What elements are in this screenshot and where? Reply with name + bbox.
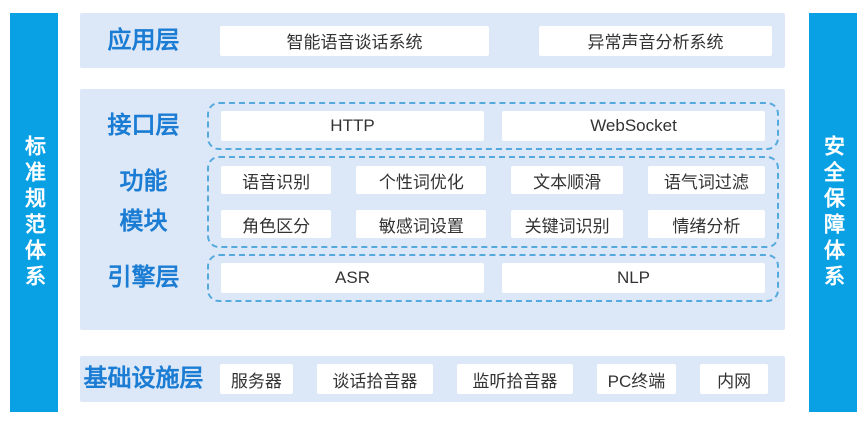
function-module-box: 角色区分: [221, 210, 332, 238]
engine-layer-row: 引擎层 ASR NLP: [80, 254, 785, 302]
diagram-main-column: 应用层 智能语音谈话系统 异常声音分析系统 接口层 HTTP WebSocket…: [80, 13, 785, 402]
function-modules-row: 功能 模块 语音识别 个性词优化 文本顺滑 语气词过滤 角色区分 敏感词设置 关…: [80, 156, 785, 248]
engine-layer-group: ASR NLP: [207, 254, 779, 302]
function-module-box: 情绪分析: [647, 210, 765, 238]
application-layer-band: 应用层 智能语音谈话系统 异常声音分析系统: [80, 13, 785, 68]
engine-item-box: ASR: [221, 263, 484, 293]
infrastructure-item-box: 监听拾音器: [457, 364, 573, 394]
function-module-box: 关键词识别: [511, 210, 623, 238]
right-pillar-label: 安全保障体系: [821, 134, 845, 291]
interface-item-box: HTTP: [221, 111, 484, 141]
infrastructure-layer-band: 基础设施层 服务器 谈话拾音器 监听拾音器 PC终端 内网: [80, 356, 785, 402]
function-module-box: 个性词优化: [356, 166, 487, 194]
function-modules-label-line1: 功能: [119, 168, 168, 196]
right-pillar: 安全保障体系: [809, 13, 857, 412]
infrastructure-layer-items: 服务器 谈话拾音器 监听拾音器 PC终端 内网: [207, 364, 785, 394]
function-modules-label-line2: 模块: [119, 208, 168, 236]
function-modules-row-2: 角色区分 敏感词设置 关键词识别 情绪分析: [221, 210, 765, 238]
interface-layer-row: 接口层 HTTP WebSocket: [80, 102, 785, 150]
application-layer-items: 智能语音谈话系统 异常声音分析系统: [207, 25, 785, 56]
function-modules-label: 功能 模块: [80, 156, 207, 248]
function-module-box: 敏感词设置: [356, 210, 487, 238]
infrastructure-layer-label: 基础设施层: [83, 365, 204, 393]
application-layer-label: 应用层: [107, 26, 180, 54]
engine-item-box: NLP: [502, 263, 765, 293]
middle-layers-band: 接口层 HTTP WebSocket 功能 模块 语音识别 个性词优化 文本顺滑: [80, 89, 785, 330]
app-system-box: 智能语音谈话系统: [220, 25, 490, 56]
function-modules-group: 语音识别 个性词优化 文本顺滑 语气词过滤 角色区分 敏感词设置 关键词识别 情…: [207, 156, 779, 248]
function-module-box: 语音识别: [221, 166, 332, 194]
function-module-box: 文本顺滑: [511, 166, 623, 194]
left-pillar-label: 标准规范体系: [22, 134, 46, 291]
interface-layer-group: HTTP WebSocket: [207, 102, 779, 150]
function-modules-row-1: 语音识别 个性词优化 文本顺滑 语气词过滤: [221, 166, 765, 194]
engine-layer-label: 引擎层: [107, 264, 180, 292]
interface-layer-label: 接口层: [107, 112, 180, 140]
app-system-box: 异常声音分析系统: [539, 25, 772, 56]
infrastructure-item-box: 服务器: [220, 364, 293, 394]
interface-item-box: WebSocket: [502, 111, 765, 141]
left-pillar: 标准规范体系: [10, 13, 58, 412]
function-module-box: 语气词过滤: [647, 166, 765, 194]
infrastructure-item-box: 内网: [700, 364, 768, 394]
infrastructure-item-box: PC终端: [596, 364, 677, 394]
infrastructure-item-box: 谈话拾音器: [316, 364, 434, 394]
